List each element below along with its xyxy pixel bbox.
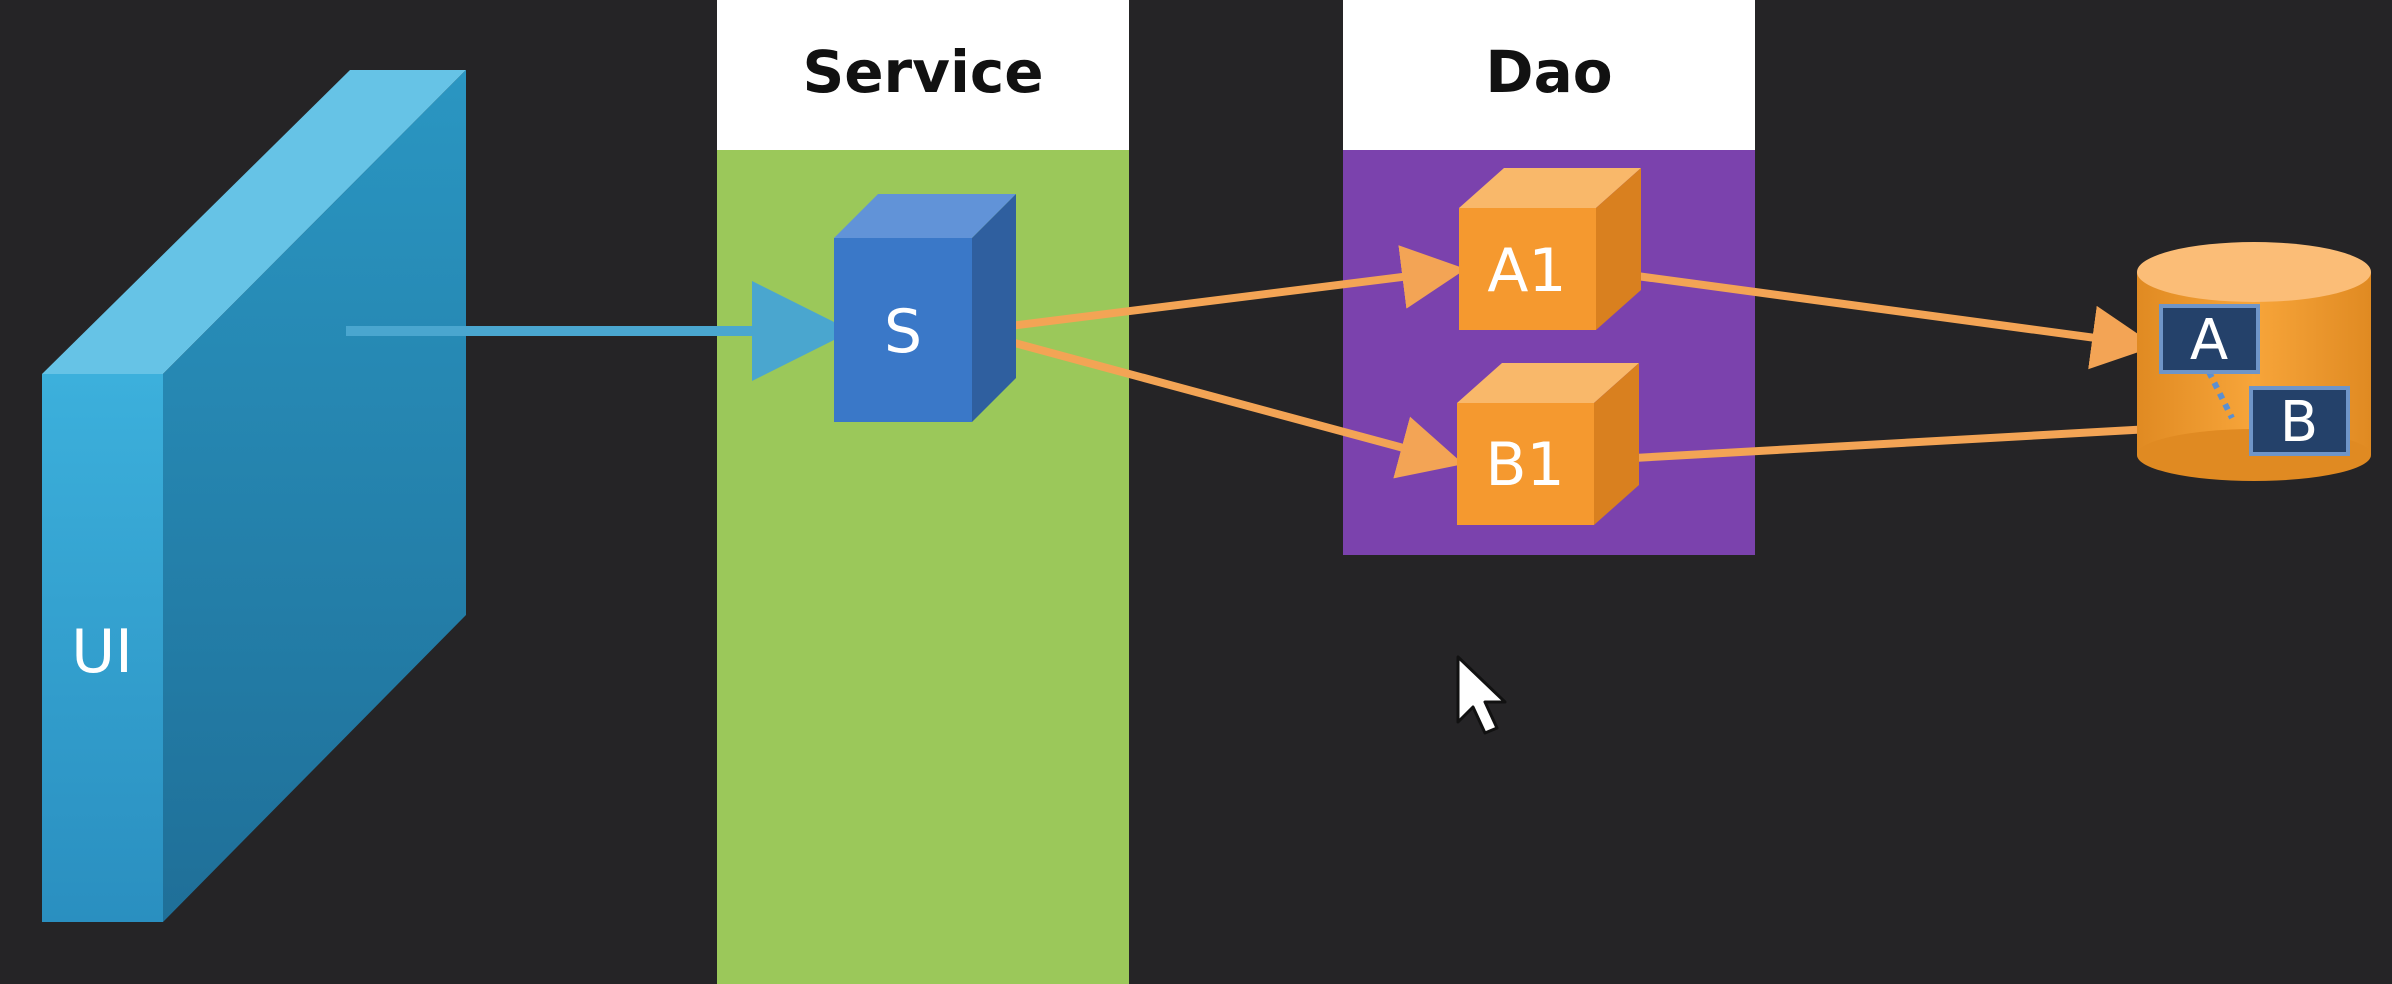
service-title: Service <box>802 38 1043 106</box>
service-box-top <box>834 194 1016 238</box>
service-header <box>717 0 1129 150</box>
ui-panel: UI <box>42 70 466 922</box>
table-a <box>2159 304 2260 374</box>
ui-panel-top-face <box>42 70 466 374</box>
table-b <box>2249 386 2350 456</box>
dao-box-b1-front <box>1457 403 1594 525</box>
arrow-service-to-b1 <box>968 327 1464 479</box>
table-link-dotted <box>2206 370 2235 420</box>
dao-box-a1-label: A1 <box>1487 236 1566 306</box>
table-a-label: A <box>2190 308 2228 373</box>
arrow-service-to-a1 <box>969 245 1466 335</box>
dao-box-b1-top <box>1457 363 1639 403</box>
dao-header <box>1343 0 1755 150</box>
dao-box-a1: A1 <box>1459 168 1641 330</box>
dao-box-a1-top <box>1459 168 1641 208</box>
cursor-pointer-icon <box>1456 655 1507 735</box>
dao-box-b1-label: B1 <box>1485 430 1564 500</box>
dao-title: Dao <box>1485 38 1612 106</box>
dao-box-b1-side <box>1594 363 1639 525</box>
dao-box-a1-front <box>1459 208 1596 330</box>
cursor-shape <box>1456 655 1507 735</box>
database-icon: A B <box>2137 242 2371 481</box>
ui-label: UI <box>71 617 133 687</box>
arrow-a1-to-table-a <box>1599 267 2156 370</box>
ui-panel-front-face <box>42 374 163 922</box>
arrow-b1-to-table-b <box>1597 394 2256 464</box>
dao-box-b1: B1 <box>1457 363 1639 525</box>
service-box-label: S <box>884 297 922 367</box>
table-b-label: B <box>2280 390 2318 455</box>
service-column: Service <box>717 0 1129 984</box>
service-box-s: S <box>834 194 1016 422</box>
database-top <box>2137 242 2371 302</box>
service-box-front <box>834 238 972 422</box>
ui-panel-side-face <box>163 70 466 922</box>
service-box-side <box>972 194 1016 422</box>
dao-box-a1-side <box>1596 168 1641 330</box>
